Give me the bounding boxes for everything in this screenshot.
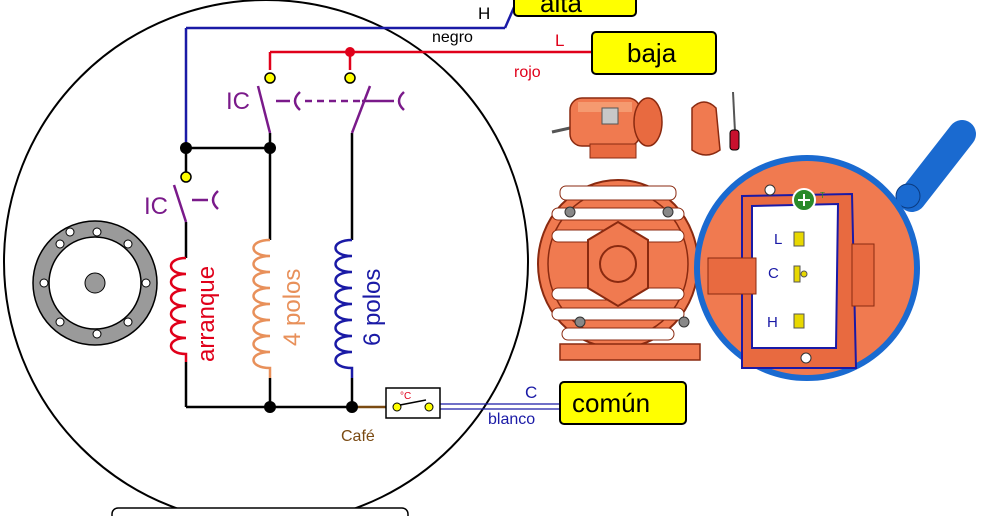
- terminal-cover-illustration: [691, 101, 721, 156]
- magnifier-handle: [895, 120, 976, 212]
- centrifugal-switch-top: [256, 72, 405, 134]
- screwdriver-icon: [729, 91, 740, 151]
- motor-end-view: [537, 179, 701, 361]
- wire-name-cafe: Café: [341, 428, 375, 445]
- motor-boundary-circle: [3, 0, 529, 516]
- coil-label-arranque: arranque: [193, 266, 220, 362]
- terminal-label-h: H: [767, 314, 778, 331]
- speed-box-baja: baja: [591, 31, 717, 75]
- svg-text:común: común: [572, 388, 650, 418]
- speed-box-comun: común: [559, 381, 687, 425]
- junction-bottom-6-polos: [346, 401, 358, 413]
- coil-6-polos: [334, 238, 354, 378]
- wire-name-blanco: blanco: [488, 411, 535, 428]
- thermal-symbol: °C: [400, 391, 411, 402]
- speed-box-alta: alta: [513, 0, 637, 18]
- coil-label-4-polos: 4 polos: [279, 269, 306, 346]
- wire-name-rojo: rojo: [514, 64, 541, 81]
- junction-bottom-4-polos: [264, 401, 276, 413]
- wire-name-negro: negro: [432, 29, 473, 46]
- coil-arranque: [169, 256, 188, 362]
- magnified-terminal-board: T L C H: [694, 155, 920, 381]
- switch-label-ic-top: IC: [226, 88, 250, 115]
- junction-left-top: [180, 142, 192, 154]
- terminal-label-t: T: [820, 191, 825, 200]
- wire-blanco: [440, 403, 560, 410]
- wire-letter-l: L: [555, 31, 564, 50]
- wire-letter-h: H: [478, 4, 490, 23]
- svg-text:baja: baja: [627, 38, 677, 68]
- centrifugal-switch-left: [172, 171, 219, 223]
- thermal-protector: [385, 387, 441, 419]
- wire-rojo: [268, 50, 592, 70]
- switch-label-ic-left: IC: [144, 193, 168, 220]
- terminal-label-l: L: [774, 231, 782, 248]
- bottom-bar: [111, 507, 409, 516]
- svg-text:alta: alta: [540, 0, 582, 18]
- coil-4-polos: [252, 238, 272, 378]
- motor-illustration: [551, 97, 663, 159]
- coil-label-6-polos: 6 polos: [359, 269, 386, 346]
- junction-rojo: [345, 47, 355, 57]
- junction-switch-top-left: [264, 142, 276, 154]
- terminal-label-c: C: [768, 265, 779, 282]
- wire-letter-c: C: [525, 383, 537, 402]
- rotor-end-view: [32, 220, 158, 346]
